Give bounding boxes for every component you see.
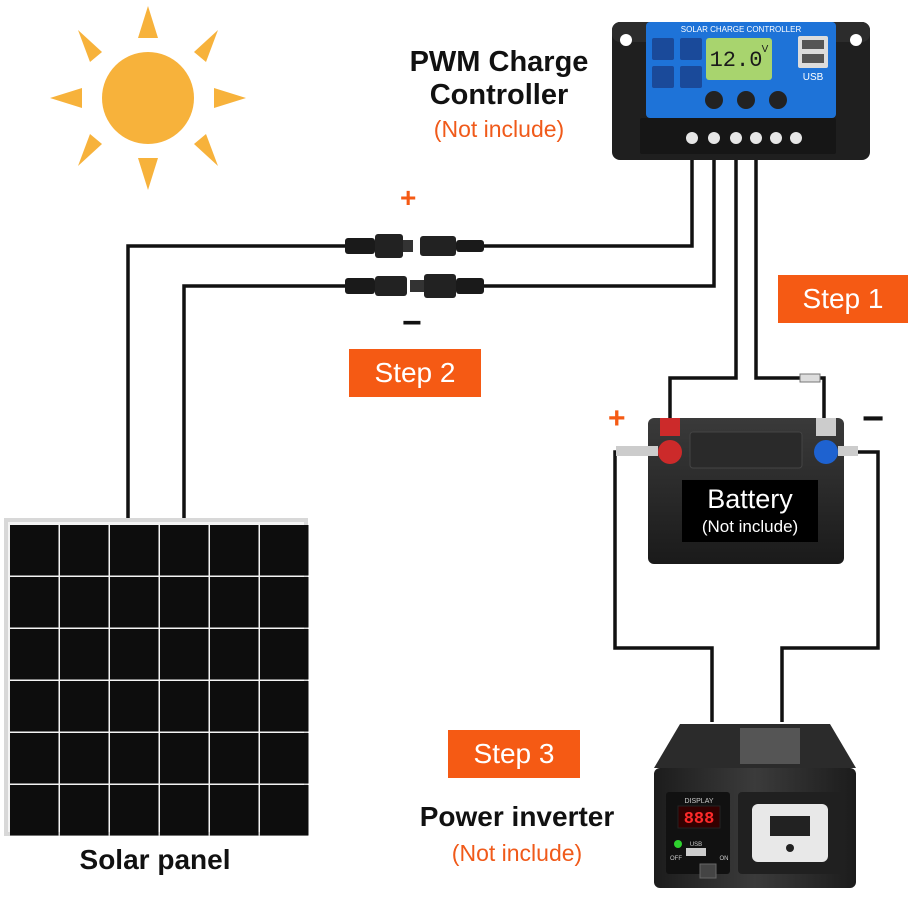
- solar-cell: [260, 577, 309, 628]
- solar-cell: [110, 785, 159, 836]
- sun-icon: [50, 6, 246, 190]
- solar-cell: [60, 733, 109, 784]
- solar-cell: [210, 525, 259, 576]
- controller-lcd-unit: V: [762, 44, 769, 55]
- solar-cell: [160, 733, 209, 784]
- solar-panel-label: Solar panel: [79, 844, 231, 875]
- battery-wires: [668, 155, 826, 420]
- solar-cell: [60, 785, 109, 836]
- connector-minus-sign: −: [402, 304, 422, 342]
- inverter-note: (Not include): [451, 840, 583, 866]
- power-inverter-icon: [654, 724, 856, 888]
- inverter-title: Power inverter: [419, 801, 615, 832]
- solar-cell: [110, 577, 159, 628]
- battery-plus-sign: +: [608, 402, 626, 435]
- solar-cell: [10, 681, 59, 732]
- inverter-on-label: ON: [720, 856, 729, 862]
- controller-title-line1: PWM Charge: [409, 46, 589, 78]
- battery-note: (Not include): [701, 517, 799, 536]
- mc4-connector-minus: [345, 274, 484, 298]
- mc4-connector-plus: [345, 234, 484, 258]
- solar-cell: [210, 733, 259, 784]
- pv-wires: [126, 155, 716, 518]
- solar-panel-icon: [4, 518, 309, 836]
- solar-cell: [210, 629, 259, 680]
- solar-cell: [260, 629, 309, 680]
- solar-cell: [60, 577, 109, 628]
- solar-cell: [10, 577, 59, 628]
- step-3-badge: Step 3: [448, 730, 580, 778]
- battery-label-box: Battery (Not include): [682, 480, 818, 542]
- wire-clip-icon: [799, 373, 821, 383]
- inverter-usb-label: USB: [690, 842, 702, 848]
- solar-cell: [60, 525, 109, 576]
- solar-cell: [260, 785, 309, 836]
- solar-cell: [10, 785, 59, 836]
- solar-cell: [10, 733, 59, 784]
- solar-cell: [10, 629, 59, 680]
- solar-cell: [60, 681, 109, 732]
- solar-cell: [160, 681, 209, 732]
- solar-cell: [110, 733, 159, 784]
- charge-controller-icon: [612, 22, 870, 160]
- solar-cell: [10, 525, 59, 576]
- connector-plus-sign: +: [400, 182, 417, 213]
- controller-title-line2: Controller: [429, 79, 569, 111]
- inverter-display-label: DISPLAY: [684, 798, 713, 805]
- battery-minus-sign: −: [862, 398, 885, 440]
- solar-cell: [60, 629, 109, 680]
- solar-cell: [160, 525, 209, 576]
- solar-cell: [160, 629, 209, 680]
- controller-title: PWM Charge Controller: [384, 46, 614, 112]
- solar-cell: [160, 577, 209, 628]
- inverter-display-value: 888: [684, 810, 715, 829]
- controller-note: (Not include): [433, 116, 565, 142]
- controller-usb-label: USB: [803, 72, 824, 83]
- step-2-badge: Step 2: [349, 349, 481, 397]
- inverter-off-label: OFF: [670, 856, 682, 862]
- solar-cell: [210, 785, 259, 836]
- controller-device-label: SOLAR CHARGE CONTROLLER: [681, 25, 802, 34]
- solar-cell: [110, 629, 159, 680]
- solar-cell: [110, 525, 159, 576]
- solar-cell: [260, 681, 309, 732]
- solar-cell: [210, 577, 259, 628]
- solar-cell: [110, 681, 159, 732]
- battery-label: Battery: [707, 484, 793, 514]
- solar-cell: [260, 525, 309, 576]
- controller-lcd-value: 12.0: [710, 48, 763, 73]
- solar-cell: [160, 785, 209, 836]
- step-1-badge: Step 1: [778, 275, 908, 323]
- solar-cell: [260, 733, 309, 784]
- solar-cell: [210, 681, 259, 732]
